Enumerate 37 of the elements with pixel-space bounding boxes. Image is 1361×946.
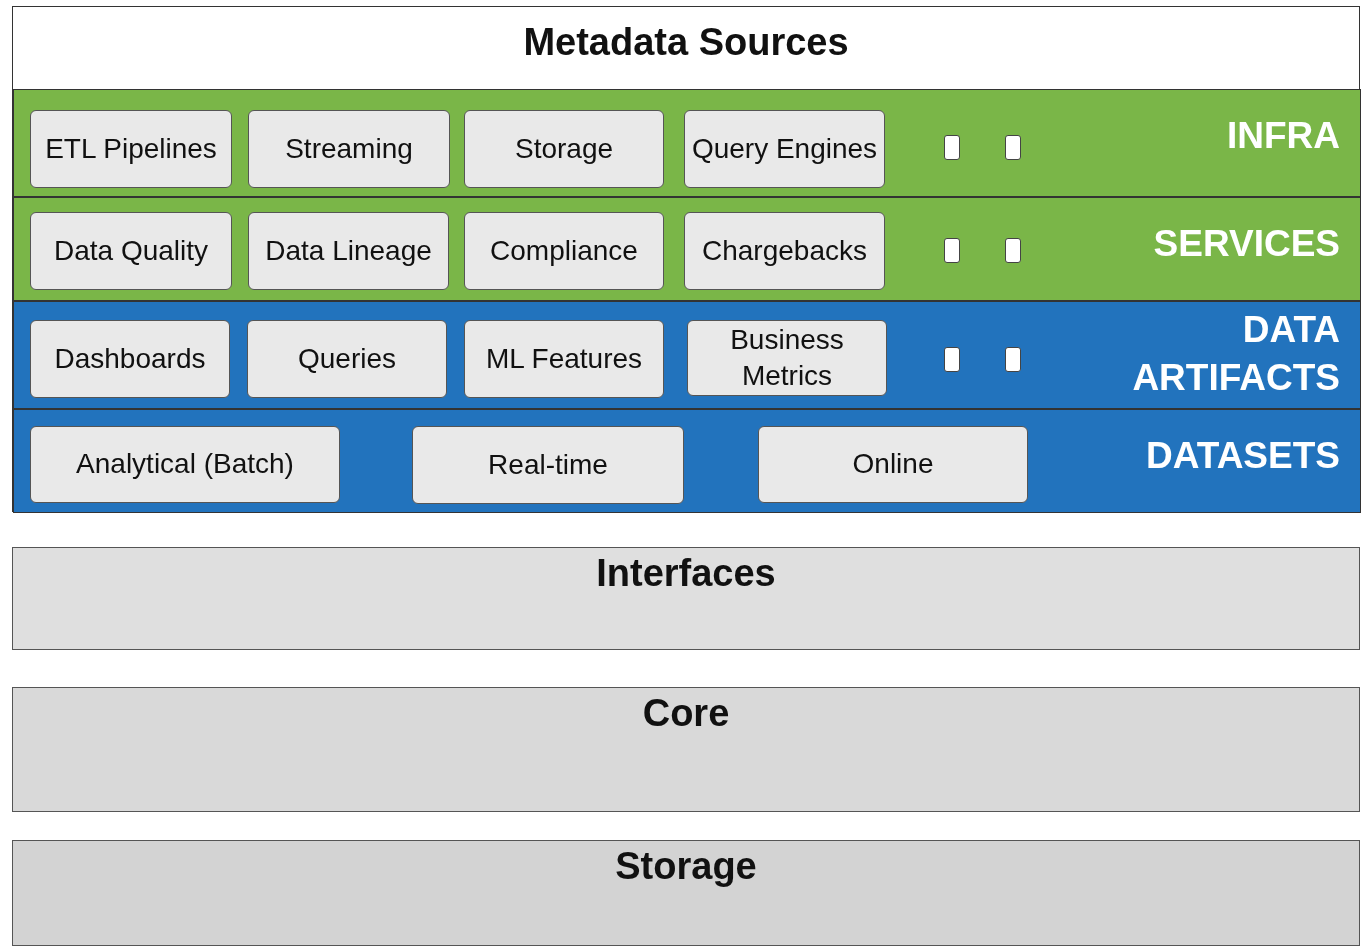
component-box: Streaming [248,110,450,188]
layer-title: Core [641,692,731,735]
component-box: Compliance [464,212,664,290]
small-placeholder-box [1005,347,1021,372]
component-box: Dashboards [30,320,230,398]
component-box: Online [758,426,1028,503]
component-box: Queries [247,320,447,398]
component-box: Chargebacks [684,212,885,290]
component-box: Business Metrics [687,320,887,396]
component-box: Real-time [412,426,684,504]
small-placeholder-box [944,135,960,160]
component-box: Analytical (Batch) [30,426,340,503]
layer-panel [12,840,1360,946]
component-box: Storage [464,110,664,188]
component-box: ML Features [464,320,664,398]
layer-title: SERVICES [1152,222,1340,266]
layer-band [13,89,1361,197]
layer-title: INFRA [1225,114,1340,158]
component-box: Query Engines [684,110,885,188]
small-placeholder-box [1005,135,1021,160]
small-placeholder-box [944,347,960,372]
component-box: ETL Pipelines [30,110,232,188]
layer-band [13,409,1361,513]
small-placeholder-box [1005,238,1021,263]
layer-title: Interfaces [595,552,777,595]
metadata-sources-panel [12,6,1360,512]
layer-panel [12,547,1360,650]
component-box: Data Quality [30,212,232,290]
layer-title: DATA ARTIFACTS [1131,308,1340,401]
component-box: Data Lineage [248,212,449,290]
layer-panel [12,687,1360,812]
layer-title: Storage [614,845,758,888]
small-placeholder-box [944,238,960,263]
layer-band [13,301,1361,409]
layer-title: DATASETS [1145,434,1340,478]
layer-band [13,197,1361,301]
panel-title: Metadata Sources [522,21,850,64]
